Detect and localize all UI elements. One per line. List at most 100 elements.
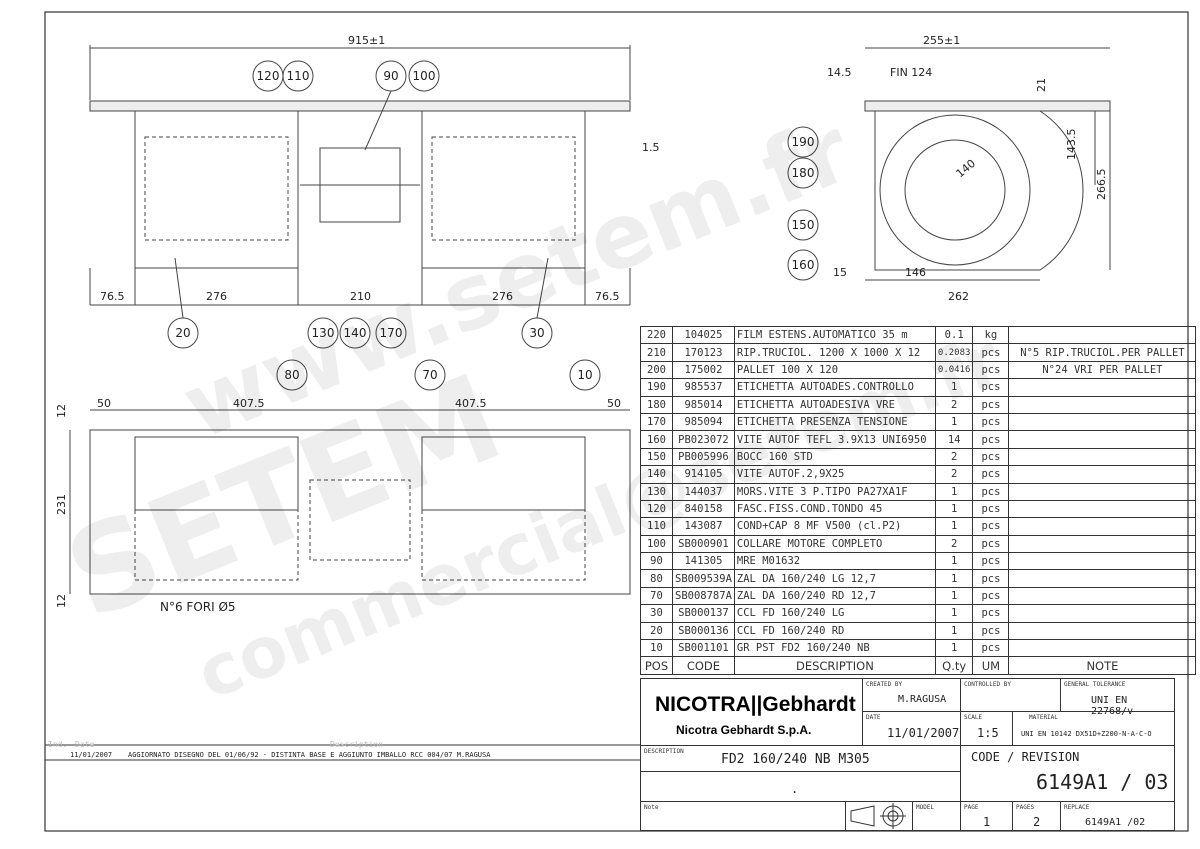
bom-code: 144037 [672, 482, 735, 501]
bom-um: pcs [972, 395, 1010, 414]
bom-description: ZAL DA 160/240 RD 12,7 [733, 586, 936, 606]
bom-description: ETICHETTA AUTOADESIVA VRE [733, 395, 936, 414]
dim-side-overall: 255±1 [923, 34, 960, 47]
dim-fin: FIN 124 [890, 66, 932, 79]
bom-code: 175002 [672, 360, 735, 380]
bom-pos: 160 [640, 430, 673, 449]
bom-description: CCL FD 160/240 LG [733, 604, 936, 623]
dim-left-margin: 76.5 [100, 290, 125, 303]
dim-right-edge: 50 [607, 397, 621, 410]
bom-note [1008, 586, 1197, 606]
dim-top: 21 [1035, 78, 1048, 92]
rev-date: 11/01/2007 [70, 751, 113, 759]
description-label: DESCRIPTION [644, 748, 684, 755]
description-line2: . [791, 782, 799, 796]
bom-pos: 110 [640, 517, 673, 536]
bom-pos: 140 [640, 465, 673, 484]
created-by: M.RAGUSA [898, 694, 947, 705]
bom-code: 914105 [672, 465, 735, 484]
bom-qty: 1 [934, 639, 974, 658]
bom-um: pcs [972, 447, 1010, 467]
bom-description: COLLARE MOTORE COMPLETO [733, 534, 936, 554]
bom-description: RIP.TRUCIOL. 1200 X 1000 X 12 [733, 343, 936, 362]
bom-qty: 1 [934, 569, 974, 588]
bom-code: 104025 [672, 325, 735, 345]
bom-note [1008, 569, 1197, 588]
dim-left-housing: 276 [206, 290, 227, 303]
bom-code: 141305 [672, 552, 735, 571]
balloon-labels: 120 110 90 100 20 130 140 170 30 190 180… [175, 69, 814, 382]
pages-count: 2 [1033, 815, 1041, 829]
bom-qty: 2 [934, 395, 974, 414]
balloon-150: 150 [792, 218, 815, 232]
dim-bottom: 262 [948, 290, 969, 303]
balloon-160: 160 [792, 258, 815, 272]
front-view [89, 45, 631, 349]
bom-qty: 1 [934, 378, 974, 397]
balloon-110: 110 [287, 69, 310, 83]
bom-pos: 220 [640, 325, 673, 345]
note-cell: Note [640, 801, 846, 831]
note-label: Note [644, 804, 659, 811]
bom-note [1008, 430, 1197, 449]
dim-radius: 140 [954, 157, 978, 180]
bom-qty: 0.0416 [934, 360, 974, 380]
page-label: PAGE [964, 804, 979, 811]
bom-pos: 30 [640, 604, 673, 623]
dim-height: 266.5 [1095, 169, 1108, 201]
bom-um: pcs [972, 639, 1010, 658]
bom-code: PB023072 [672, 430, 735, 449]
bom-note [1008, 621, 1197, 641]
dim-bottom-edge: 12 [55, 594, 68, 608]
bom-um: pcs [972, 343, 1010, 362]
bom-um: pcs [972, 621, 1010, 641]
bom-note [1008, 378, 1197, 397]
balloon-120: 120 [257, 69, 280, 83]
balloon-190: 190 [792, 135, 815, 149]
controlled-by-cell: CONTROLLED BY [960, 678, 1061, 712]
bom-um: pcs [972, 360, 1010, 380]
model-label: MODEL [916, 804, 935, 811]
side-view [787, 47, 1111, 281]
material: UNI EN 10142 DX51D+Z200-N-A-C-O [1021, 730, 1152, 738]
bom-note: N°24 VRI PER PALLET [1008, 360, 1197, 380]
dim-overall: 915±1 [348, 34, 385, 47]
controlled-by-label: CONTROLLED BY [964, 681, 1011, 688]
dim-height-inner: 143.5 [1065, 129, 1078, 161]
bom-description: PALLET 100 X 120 [733, 360, 936, 380]
bom-qty: 1 [934, 517, 974, 536]
bom-note [1008, 604, 1197, 623]
bom-pos: 70 [640, 586, 673, 606]
date: 11/01/2007 [887, 726, 960, 740]
dimension-labels: 915±1 76.5 276 210 276 76.5 1.5 255±1 14… [55, 34, 1108, 614]
bom-qty: 2 [934, 465, 974, 484]
bom-pos: 100 [640, 534, 673, 554]
col-qty: Q.ty [934, 656, 974, 675]
bom-description: ETICHETTA PRESENZA TENSIONE [733, 412, 936, 432]
bom-code: 985094 [672, 412, 735, 432]
dim-right-housing: 276 [492, 290, 513, 303]
bom-note [1008, 395, 1197, 414]
bom-um: pcs [972, 378, 1010, 397]
bom-um: pcs [972, 430, 1010, 449]
col-um: UM [972, 656, 1010, 675]
bom-qty: 0.2083 [934, 343, 974, 362]
bom-um: kg [972, 325, 1010, 345]
tolerance-label: GENERAL TOLERANCE [1064, 681, 1126, 688]
